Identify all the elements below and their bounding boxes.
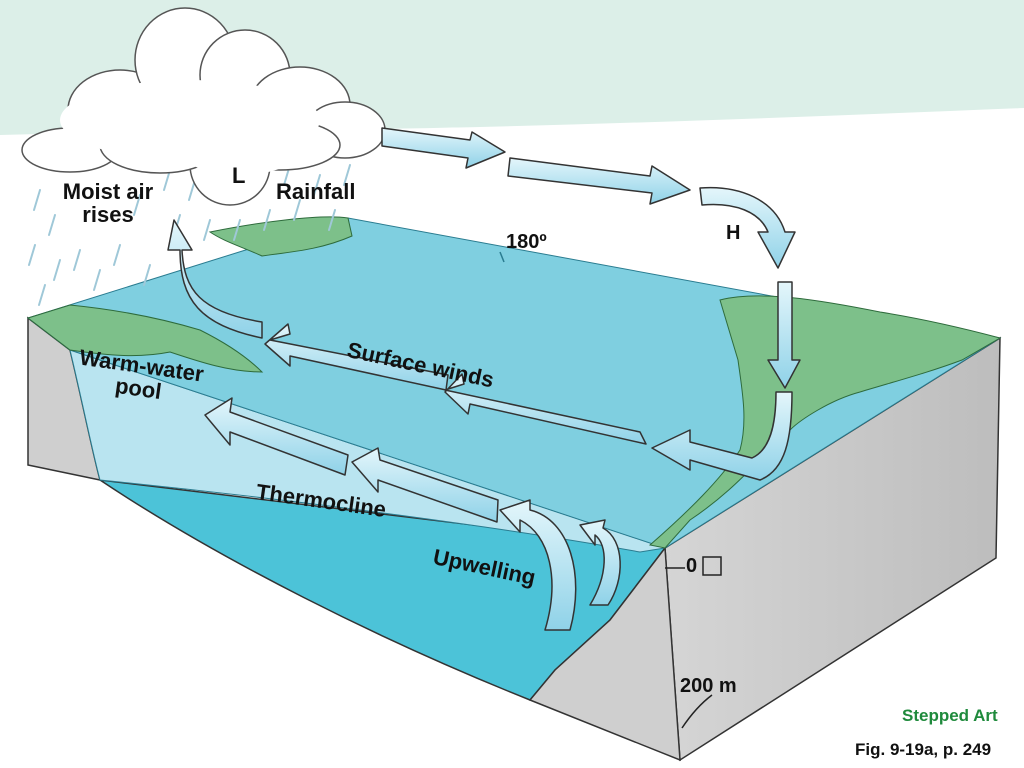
surface-wind-arrow-1 — [444, 373, 647, 445]
land-americas — [648, 295, 1002, 549]
low-pressure-label: L — [232, 163, 246, 188]
stepped-art-caption: Stepped Art — [902, 706, 998, 725]
rock-right-floor — [528, 545, 681, 762]
subsurface-arrow-2 — [351, 447, 499, 523]
subsurface-arrow-1 — [204, 397, 349, 476]
warm-water-layer — [69, 349, 666, 553]
meridian-tick — [499, 251, 505, 263]
high-pressure-label: H — [726, 222, 741, 244]
moist-air-label: Moist air rises — [48, 180, 168, 226]
moist-air-line-2: rises — [82, 202, 134, 228]
depth-200m-label: 200 m — [680, 675, 737, 697]
sinking-air-arrow — [699, 186, 796, 269]
rainfall-label: Rainfall — [276, 179, 356, 204]
upper-air-arrow-2 — [507, 157, 691, 205]
depth-scale-lines — [665, 556, 722, 729]
descending-air-arrow — [767, 281, 801, 389]
depth-unit-box — [702, 556, 722, 576]
moist-air-line-1: Moist air — [62, 179, 154, 204]
upper-air-arrow-1 — [381, 127, 506, 169]
rain-streaks — [28, 164, 351, 306]
surface-wind-arrow-2 — [264, 323, 449, 391]
upwelling-arrow-large — [499, 499, 577, 631]
surface-return-arrow — [651, 391, 793, 481]
land-asia — [208, 216, 353, 257]
air-circulation-arrows — [167, 127, 801, 481]
longitude-label: 180º — [506, 231, 547, 253]
upwelling-arrow-small — [579, 519, 621, 606]
water-circulation-arrows — [204, 397, 621, 631]
land-australia — [26, 304, 264, 373]
cloud-fill-cover — [60, 80, 320, 175]
figure-reference-caption: Fig. 9-19a, p. 249 — [855, 740, 992, 759]
depth-zero-label: 0 — [686, 555, 698, 577]
rising-air-arrow — [167, 219, 263, 339]
